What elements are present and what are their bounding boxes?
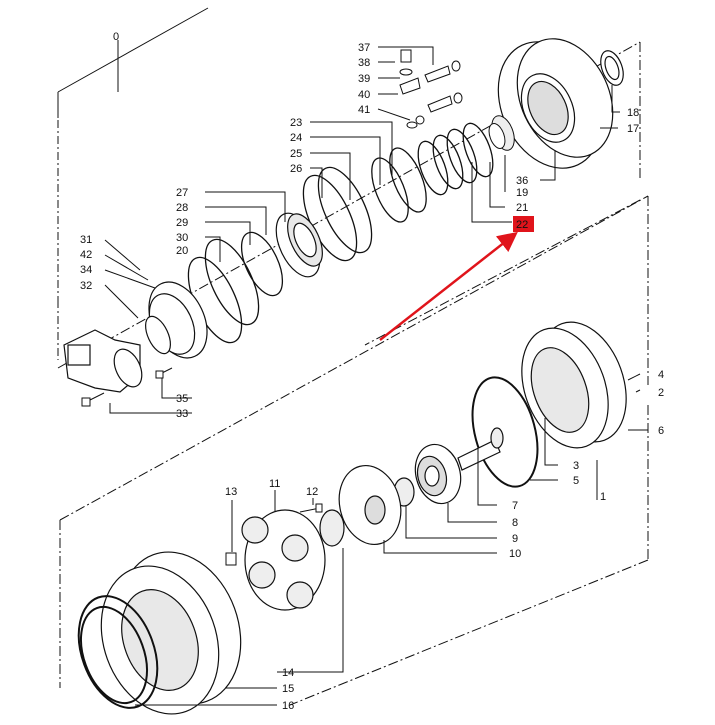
assembly-frame [57,7,649,706]
bearing-27 [275,212,323,278]
small-parts-top [399,49,463,129]
housing-15 [100,551,242,715]
callout-41: 41 [358,104,370,116]
bolts-bottom-left [81,367,173,407]
callout-11: 11 [269,478,280,490]
callout-10: 10 [509,548,521,560]
callout-39: 39 [358,73,370,85]
callout-20: 20 [176,245,188,257]
callout-9: 9 [512,533,518,545]
callout-19: 19 [516,187,528,199]
seal-16 [77,595,159,709]
callout-31: 31 [80,234,92,246]
callout-35: 35 [176,393,188,405]
callout-34: 34 [80,264,92,276]
callout-24: 24 [290,132,302,144]
callout-17: 17 [627,123,639,135]
highlight-box [513,216,534,232]
callout-26: 26 [290,163,302,175]
callout-14: 14 [282,667,294,679]
planet-carrier-11 [241,509,326,611]
sun-gear [319,509,345,547]
leader-lines [104,46,648,706]
callout-42: 42 [80,249,92,261]
gear-19 [488,115,515,151]
callout-12: 12 [306,486,318,498]
housing-1 [521,321,627,449]
callout-6: 6 [658,425,664,437]
callout-32: 32 [80,280,92,292]
callout-18: 18 [627,107,639,119]
callout-30: 30 [176,232,188,244]
shaft-7 [457,427,504,471]
seal-rings-top [187,122,494,344]
callout-13: 13 [225,486,237,498]
o-ring-5 [471,376,539,488]
carrier-10 [338,464,402,546]
callout-28: 28 [176,202,188,214]
callout-27: 27 [176,187,188,199]
callout-0: 0 [113,31,119,43]
callout-15: 15 [282,683,294,695]
callout-2: 2 [658,387,664,399]
highlight-arrow [379,231,518,341]
gear-8 [414,443,462,505]
callout-23: 23 [290,117,302,129]
callout-labels: 0 1 2 3 4 5 6 7 8 9 10 11 12 13 14 15 16… [80,31,664,712]
callout-21: 21 [516,202,528,214]
callout-25: 25 [290,148,302,160]
callout-38: 38 [358,57,370,69]
callout-8: 8 [512,517,518,529]
callout-16: 16 [282,700,294,712]
ring-18 [600,50,624,86]
callout-7: 7 [512,500,518,512]
callout-33: 33 [176,408,188,420]
callout-36: 36 [516,175,528,187]
callout-40: 40 [358,89,370,101]
callout-1: 1 [600,491,606,503]
callout-29: 29 [176,217,188,229]
callout-37: 37 [358,42,370,54]
hydraulic-motor [63,329,143,393]
motor-flange [145,281,208,359]
pins-12-13 [225,503,323,566]
callout-5: 5 [573,475,579,487]
callout-4: 4 [658,369,664,381]
callout-3: 3 [573,460,579,472]
callout-22-highlighted: 22 [516,219,528,231]
